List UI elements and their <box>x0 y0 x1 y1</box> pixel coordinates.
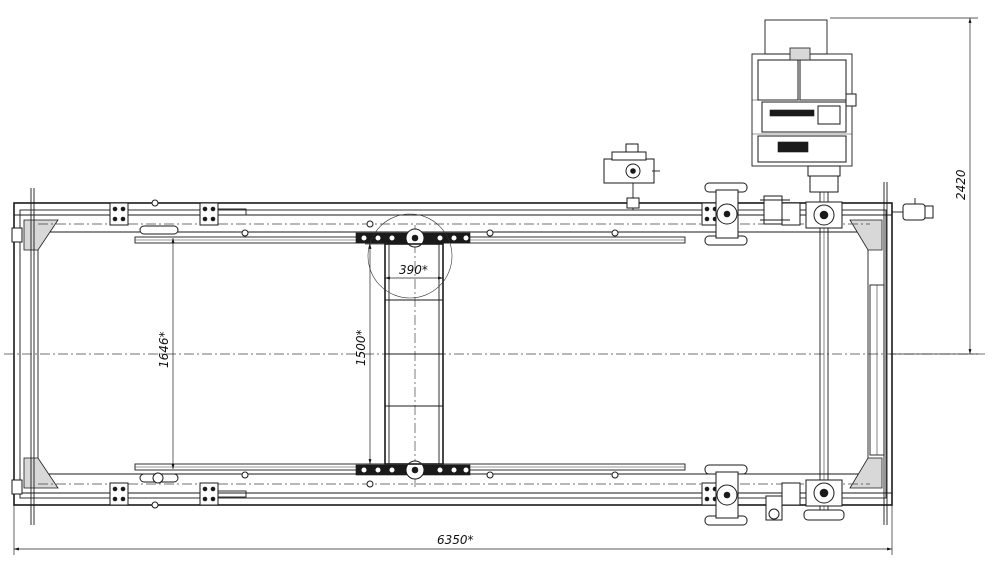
dimension-belt-length-label: 1500* <box>354 329 368 366</box>
dimension-overall-length <box>13 505 893 555</box>
detail-circle <box>367 213 453 299</box>
sprocket-chain-bottom <box>355 460 471 480</box>
dimension-overall-height <box>830 17 978 355</box>
center-lines <box>4 223 985 490</box>
right-guard <box>869 284 885 456</box>
dimension-overall-length-label: 6350* <box>437 533 474 547</box>
small-gear-motor <box>603 143 660 210</box>
dimension-overall-height-label: 2420 <box>954 169 968 200</box>
corner-gusset-bottom-right <box>849 457 883 489</box>
dimension-belt-width-label: 390* <box>399 263 428 277</box>
dimension-belt-length <box>365 243 385 465</box>
rail-bolts <box>151 199 619 509</box>
corner-gusset-top-left <box>23 219 59 251</box>
drive-shaft <box>760 173 845 521</box>
side-motor <box>892 198 934 221</box>
motor-gearbox <box>751 19 857 177</box>
corner-gusset-bottom-left <box>23 457 59 489</box>
dimension-track-gauge-label: 1646* <box>157 331 171 368</box>
idler-wheels <box>139 182 748 526</box>
carriage-belt <box>384 243 444 465</box>
corner-gusset-top-right <box>849 219 883 251</box>
sprocket-chain-top <box>355 228 471 248</box>
